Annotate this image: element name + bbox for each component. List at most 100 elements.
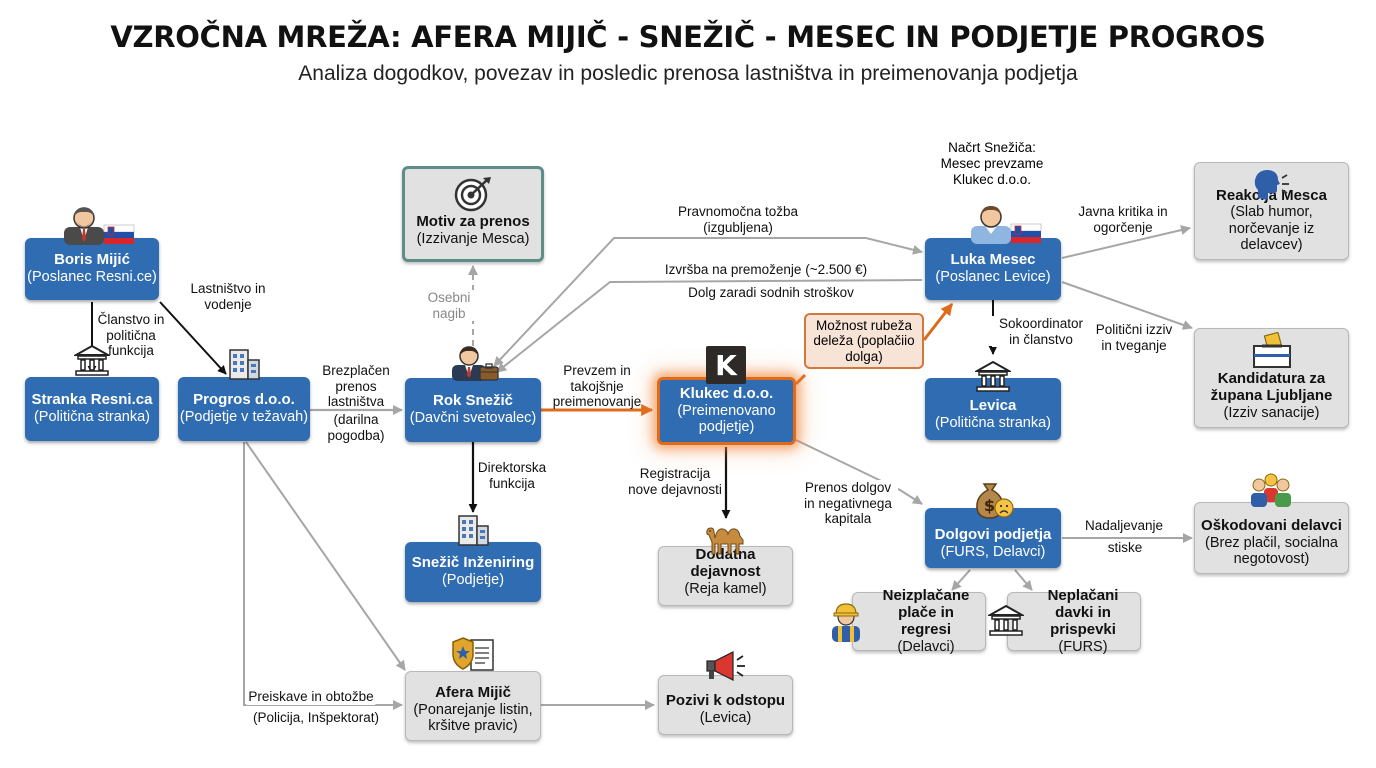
klukec-logo-icon: K bbox=[706, 346, 746, 384]
label-nacrt: Načrt Snežiča: Mesec prevzame Klukec d.o… bbox=[940, 140, 1044, 187]
node-neizplacane[interactable]: Neizplačane plače in regresi (Delavci) bbox=[852, 587, 986, 655]
node-subtitle: (Brez plačil, socialna negotovost) bbox=[1205, 534, 1338, 567]
node-subtitle: (Davčni svetovalec) bbox=[409, 410, 537, 427]
label-policija: (Policija, Inšpektorat) bbox=[252, 710, 380, 725]
edge-klukec-dolgovi bbox=[795, 439, 923, 505]
node-title: Neizplačane plače in regresi bbox=[882, 587, 970, 638]
node-subtitle: (FURS) bbox=[1058, 638, 1108, 655]
group-people-icon bbox=[1248, 472, 1294, 508]
node-dodatna[interactable]: Dodatna dejavnost (Reja kamel) bbox=[658, 546, 793, 606]
edge-luka-kandidatura bbox=[1061, 281, 1193, 330]
building-icon bbox=[455, 514, 491, 546]
node-title: Afera Mijič bbox=[435, 683, 511, 701]
edge-luka-reakcija bbox=[1061, 225, 1191, 259]
node-title: Stranka Resni.ca bbox=[31, 391, 153, 409]
page-title: VZROČNA MREŽA: AFERA MIJIČ - SNEŽIČ - ME… bbox=[110, 20, 1266, 54]
edge-boris-progros bbox=[159, 301, 227, 375]
label-brezplacen: Brezplačen prenos lastništva bbox=[322, 363, 390, 410]
label-stiske: stiske bbox=[1107, 540, 1143, 555]
option-rubez-text: Možnost rubeža deleža (poplačiio dolga) bbox=[813, 317, 915, 364]
edge-klukec-luka bbox=[794, 373, 807, 386]
node-title: Snežič Inženiring bbox=[411, 554, 535, 572]
label-osebni: Osebni nagib bbox=[420, 290, 478, 322]
node-subtitle: (Izziv sanacije) bbox=[1223, 404, 1320, 421]
node-title: Pozivi k odstopu bbox=[665, 691, 786, 709]
node-title: Klukec d.o.o. bbox=[679, 385, 774, 403]
label-darilna: (darilna pogodba) bbox=[322, 412, 390, 444]
target-icon bbox=[453, 176, 493, 212]
node-subtitle: (Politična stranka) bbox=[33, 409, 151, 426]
node-title: Rok Snežič bbox=[432, 392, 514, 410]
speaking-head-icon bbox=[1252, 168, 1292, 204]
edge-dolgovi-neplacani bbox=[1014, 569, 1033, 591]
node-luka[interactable]: Luka Mesec (Poslanec Levice) bbox=[925, 238, 1061, 300]
node-title: Oškodovani delavci bbox=[1201, 516, 1342, 534]
node-subtitle: (Ponarejanje listin, kršitve pravic) bbox=[413, 701, 533, 734]
bank-icon bbox=[74, 344, 110, 376]
edge-dolgovi-neizplacane bbox=[951, 569, 971, 591]
businessman-icon bbox=[450, 345, 500, 381]
police-badge-document-icon bbox=[451, 636, 497, 672]
node-pozivi[interactable]: Pozivi k odstopu (Levica) bbox=[658, 675, 793, 735]
label-clanstvo: Članstvo in politična funkcija bbox=[97, 312, 165, 359]
label-prenos-dolgov: Prenos dolgov in negativnega kapitala bbox=[798, 480, 898, 527]
node-subtitle: (Izzivanje Mesca) bbox=[416, 230, 530, 247]
node-subtitle: (Podjetje v težavah) bbox=[179, 409, 309, 426]
ballot-box-icon bbox=[1252, 332, 1292, 368]
edge-progros-afera bbox=[245, 441, 406, 671]
node-subtitle: (FURS, Delavci) bbox=[940, 543, 1046, 560]
node-klukec[interactable]: Klukec d.o.o. (Preimenovano podjetje) bbox=[657, 377, 796, 445]
node-title: Dodatna dejavnost bbox=[690, 546, 761, 580]
label-tozba: Pravnomočna tožba (izgubljena) bbox=[677, 204, 799, 235]
node-progros[interactable]: Progros d.o.o. (Podjetje v težavah) bbox=[178, 377, 310, 441]
camel-icon bbox=[703, 520, 749, 556]
page-subtitle: Analiza dogodkov, povezav in posledic pr… bbox=[298, 62, 1078, 85]
node-subtitle: (Levica) bbox=[699, 709, 752, 726]
label-politicni: Politični izziv in tveganje bbox=[1095, 322, 1173, 353]
bank-icon bbox=[975, 360, 1011, 392]
node-snezic-inzeniring[interactable]: Snežič Inženiring (Podjetje) bbox=[405, 542, 541, 602]
node-subtitle: (Delavci) bbox=[897, 638, 955, 655]
megaphone-icon bbox=[705, 650, 747, 682]
node-subtitle: (Slab humor, norčevanje iz delavcev) bbox=[1228, 204, 1315, 253]
node-kandidatura[interactable]: Kandidatura za župana Ljubljane (Izziv s… bbox=[1194, 328, 1349, 428]
man-flag-icon bbox=[64, 205, 136, 245]
node-dolgovi[interactable]: Dolgovi podjetja (FURS, Delavci) bbox=[925, 508, 1061, 568]
node-boris[interactable]: Boris Mijić (Poslanec Resni.ce) bbox=[25, 238, 159, 300]
node-title: Motiv za prenos bbox=[416, 212, 530, 230]
bank-icon bbox=[988, 604, 1024, 636]
klukec-logo-letter: K bbox=[715, 348, 737, 382]
option-rubez-box[interactable]: Možnost rubeža deleža (poplačiio dolga) bbox=[804, 313, 924, 369]
label-prevzem: Prevzem in takojšnje preimenovanje bbox=[552, 363, 642, 410]
node-stranka[interactable]: Stranka Resni.ca (Politična stranka) bbox=[25, 377, 159, 441]
node-title: Neplačani davki in prispevki bbox=[1047, 587, 1119, 638]
label-lastnistvo: Lastništvo in vodenje bbox=[190, 281, 266, 312]
man-flag-icon bbox=[971, 204, 1043, 244]
label-preiskave: Preiskave in obtožbe bbox=[246, 689, 376, 705]
node-title: Boris Mijić bbox=[54, 251, 130, 269]
edge-tozba bbox=[493, 237, 923, 367]
money-bag-sad-icon: $ bbox=[970, 478, 1016, 520]
node-neplacani[interactable]: Neplačani davki in prispevki (FURS) bbox=[1007, 587, 1141, 655]
building-icon bbox=[226, 348, 262, 380]
node-rok[interactable]: Rok Snežič (Davčni svetovalec) bbox=[405, 378, 541, 442]
node-subtitle: (Poslanec Levice) bbox=[935, 269, 1051, 286]
node-subtitle: (Preimenovano podjetje) bbox=[677, 403, 776, 436]
node-oskodovani[interactable]: Oškodovani delavci (Brez plačil, socialn… bbox=[1194, 502, 1349, 574]
label-sokoordinator: Sokoordinator in članstvo bbox=[992, 316, 1090, 348]
node-title: Progros d.o.o. bbox=[193, 391, 295, 409]
node-afera[interactable]: Afera Mijič (Ponarejanje listin, kršitve… bbox=[405, 671, 541, 741]
svg-text:$: $ bbox=[984, 496, 995, 515]
edge-progros-preiskave bbox=[243, 442, 403, 710]
node-subtitle: (Poslanec Resni.ce) bbox=[27, 269, 157, 286]
node-title: Reakcija Mesca bbox=[1216, 186, 1327, 204]
label-direktorska: Direktorska funkcija bbox=[477, 460, 547, 491]
label-izvrsba: Izvršba na premoženje (~2.500 €) bbox=[662, 262, 870, 278]
node-subtitle: (Reja kamel) bbox=[684, 580, 767, 597]
worker-icon bbox=[828, 600, 864, 642]
edge-izvrsba bbox=[496, 279, 923, 373]
label-nadaljevanje: Nadaljevanje bbox=[1084, 518, 1164, 533]
slovenia-flag-icon bbox=[1010, 223, 1042, 243]
node-title: Levica bbox=[969, 396, 1017, 414]
